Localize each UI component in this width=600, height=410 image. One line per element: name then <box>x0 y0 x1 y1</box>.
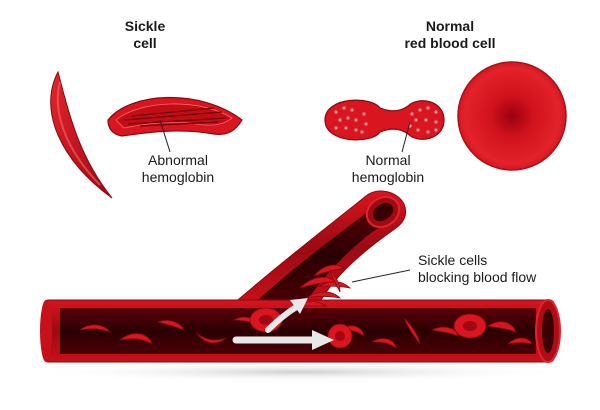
blocking-line1: Sickle cells <box>418 252 488 268</box>
abnormal-hemoglobin-label: Abnormal hemoglobin <box>128 152 228 186</box>
abnormal-line2: hemoglobin <box>141 169 215 185</box>
normal-hemoglobin-pointer <box>401 121 411 153</box>
blood-flow-arrows <box>232 298 334 350</box>
abnormal-line1: Abnormal <box>148 152 208 168</box>
normal-cells-in-vessel <box>249 307 487 349</box>
normal-cell-title: Normal red blood cell <box>380 18 520 52</box>
sickle-cell-cross-section <box>107 96 243 137</box>
abnormal-hemoglobin-pointer <box>159 119 171 153</box>
sickle-title-line1: Sickle <box>124 18 166 34</box>
normal-red-blood-cell <box>457 61 567 171</box>
normal-title-line2: red blood cell <box>404 35 496 51</box>
normal-hemoglobin-label: Normal hemoglobin <box>338 152 438 186</box>
sickle-cell-title: Sickle cell <box>110 18 180 52</box>
sickle-cell-crescent <box>50 70 113 199</box>
blood-vessel <box>40 190 561 363</box>
normal-cell-cross-section <box>324 99 445 141</box>
normal-hb-line2: hemoglobin <box>351 169 425 185</box>
sickle-title-line2: cell <box>133 35 157 51</box>
normal-hb-line1: Normal <box>365 152 411 168</box>
blocking-blood-flow-label: Sickle cells blocking blood flow <box>418 252 578 286</box>
normal-title-line1: Normal <box>425 18 475 34</box>
blocking-pointer <box>351 269 411 283</box>
blocking-line2: blocking blood flow <box>418 269 537 285</box>
vessel-shadow <box>30 362 570 382</box>
